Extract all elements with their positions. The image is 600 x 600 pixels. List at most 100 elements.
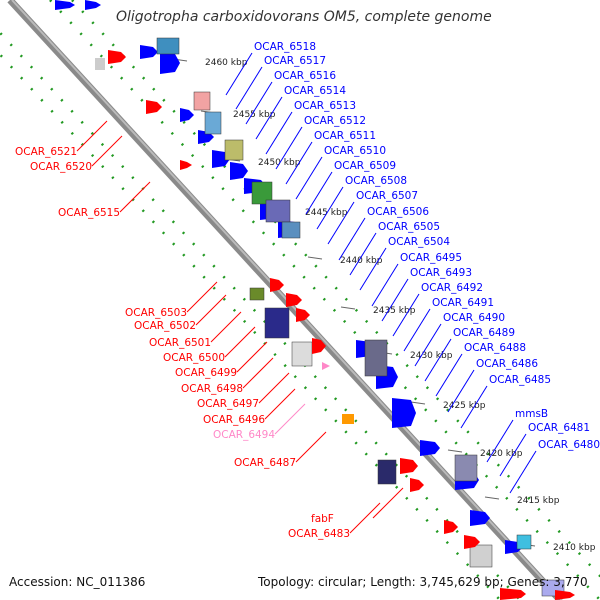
gene-leader-line bbox=[349, 232, 377, 276]
gene-label: OCAR_6490 bbox=[443, 312, 505, 324]
forward-gene-arrow bbox=[286, 293, 302, 307]
gene-label: OCAR_6492 bbox=[421, 282, 483, 294]
forward-gene-arrow bbox=[555, 590, 575, 600]
gene-leader-line bbox=[381, 278, 409, 322]
kbp-tick bbox=[340, 306, 356, 310]
gene-leader-line bbox=[305, 171, 333, 215]
reverse-gene-arrow bbox=[230, 162, 248, 180]
gene-label: OCAR_6495 bbox=[400, 252, 462, 264]
kbp-tick bbox=[484, 496, 500, 500]
gene-leader-line bbox=[275, 126, 303, 170]
gene-leader-line bbox=[258, 372, 290, 404]
gene-label: OCAR_6520 bbox=[30, 161, 92, 173]
gene-label: fabF bbox=[311, 513, 334, 525]
kbp-label: 2455 kbp bbox=[233, 110, 276, 120]
gene-leader-line bbox=[509, 450, 537, 494]
gene-leader-line bbox=[295, 431, 327, 463]
gene-label: OCAR_6509 bbox=[334, 160, 396, 172]
gene-leader-line bbox=[186, 281, 218, 313]
gene-box bbox=[281, 221, 301, 239]
reverse-gene-arrow bbox=[470, 510, 490, 526]
gene-box bbox=[377, 459, 397, 485]
gene-leader-line bbox=[460, 385, 488, 429]
gene-leader-line bbox=[76, 120, 108, 152]
accession-text: Accession: NC_011386 bbox=[9, 575, 146, 589]
gene-leader-line bbox=[265, 111, 293, 155]
reverse-gene-arrow bbox=[85, 0, 101, 10]
gene-leader-line bbox=[295, 156, 323, 200]
gene-label: OCAR_6508 bbox=[345, 175, 407, 187]
forward-gene-arrow bbox=[400, 458, 418, 474]
gene-label: OCAR_6502 bbox=[134, 320, 196, 332]
gene-box bbox=[265, 199, 291, 223]
gene-leader-line bbox=[316, 186, 344, 230]
gene-label: OCAR_6515 bbox=[58, 207, 120, 219]
gene-leader-line bbox=[447, 369, 475, 413]
forward-gene-arrow bbox=[500, 588, 526, 600]
gene-box bbox=[249, 287, 265, 301]
reverse-gene-arrow bbox=[420, 440, 440, 456]
gene-label: OCAR_6513 bbox=[294, 100, 356, 112]
gene-leader-line bbox=[235, 66, 263, 110]
guide-dotted-line bbox=[0, 30, 521, 600]
reverse-gene-arrow bbox=[392, 398, 416, 428]
kbp-label: 2410 kbp bbox=[553, 543, 596, 553]
gene-box bbox=[193, 91, 211, 111]
kbp-tick bbox=[307, 256, 323, 260]
kbp-tick bbox=[410, 401, 426, 405]
gene-label: OCAR_6512 bbox=[304, 115, 366, 127]
gene-box bbox=[251, 181, 273, 205]
gene-box bbox=[342, 414, 354, 424]
gene-leader-line bbox=[371, 263, 399, 307]
gene-leader-line bbox=[245, 81, 273, 125]
gene-label: OCAR_6501 bbox=[149, 337, 211, 349]
gene-label: OCAR_6499 bbox=[175, 367, 237, 379]
gene-label: OCAR_6488 bbox=[464, 342, 526, 354]
gene-leader-line bbox=[195, 294, 227, 326]
guide-dotted-line bbox=[49, 0, 600, 600]
forward-gene-arrow bbox=[270, 278, 284, 292]
reverse-gene-arrow bbox=[160, 52, 180, 74]
kbp-label: 2430 kbp bbox=[410, 351, 453, 361]
gene-label: OCAR_6506 bbox=[367, 206, 429, 218]
gene-label: OCAR_6494 bbox=[213, 429, 275, 441]
gene-leader-line bbox=[264, 388, 296, 420]
forward-gene-arrow bbox=[108, 50, 126, 64]
gene-leader-line bbox=[225, 52, 253, 96]
gene-leader-line bbox=[349, 502, 381, 534]
gene-leader-line bbox=[338, 217, 366, 261]
forward-gene-arrow bbox=[464, 535, 480, 549]
gene-box bbox=[291, 341, 313, 367]
guide-dotted-line bbox=[71, 0, 600, 578]
gene-label: OCAR_6480 bbox=[538, 439, 600, 451]
gene-label: OCAR_6489 bbox=[453, 327, 515, 339]
reverse-gene-arrow bbox=[140, 45, 158, 59]
gene-label: OCAR_6504 bbox=[388, 236, 450, 248]
gene-label: OCAR_6493 bbox=[410, 267, 472, 279]
gene-leader-line bbox=[435, 353, 463, 397]
forward-gene-arrow bbox=[312, 338, 326, 354]
gene-label: OCAR_6491 bbox=[432, 297, 494, 309]
gene-box bbox=[469, 544, 493, 568]
gene-label: OCAR_6507 bbox=[356, 190, 418, 202]
reverse-gene-arrow bbox=[180, 108, 194, 122]
genome-title: Oligotropha carboxidovorans OM5, complet… bbox=[116, 9, 492, 25]
gene-leader-line bbox=[327, 201, 355, 245]
gene-box bbox=[224, 139, 244, 161]
gene-label: OCAR_6511 bbox=[314, 130, 376, 142]
gene-box bbox=[516, 534, 532, 550]
gene-leader-line bbox=[91, 135, 123, 167]
gene-box bbox=[454, 454, 478, 482]
gene-leader-line bbox=[414, 323, 442, 367]
gene-label: mmsB bbox=[515, 408, 548, 420]
pseudogene-arrow bbox=[322, 362, 330, 370]
forward-gene-arrow bbox=[180, 160, 192, 170]
gene-label: OCAR_6516 bbox=[274, 70, 336, 82]
gene-leader-line bbox=[359, 247, 387, 291]
gene-leader-line bbox=[119, 181, 151, 213]
gene-leader-line bbox=[392, 293, 420, 337]
gene-label: OCAR_6510 bbox=[324, 145, 386, 157]
gene-leader-line bbox=[236, 341, 268, 373]
